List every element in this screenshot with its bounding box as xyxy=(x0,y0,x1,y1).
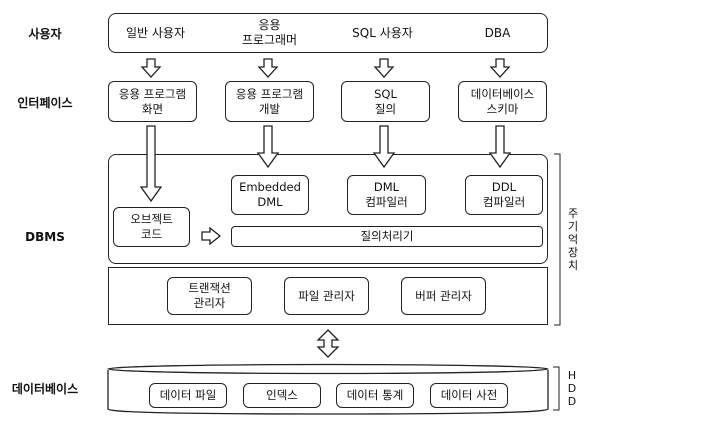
hdd-char: H xyxy=(567,369,577,382)
main-memory-label: 주 기 억 장 치 xyxy=(566,207,580,272)
user-general: 일반 사용자 xyxy=(125,25,185,40)
hdd-bracket xyxy=(553,366,560,411)
arrow-down-icon xyxy=(139,125,163,203)
arrow-down-icon xyxy=(140,58,162,78)
arrow-down-icon xyxy=(372,125,396,169)
transaction-manager-box: 트랜잭션 관리자 xyxy=(167,277,252,315)
main-memory-char: 치 xyxy=(567,259,579,272)
db-item-index: 인덱스 xyxy=(243,383,321,408)
interface-sql-query: SQL 질의 xyxy=(341,81,430,122)
arrow-down-icon xyxy=(256,125,280,169)
user-app-programmer: 응용 프로그래머 xyxy=(241,18,298,47)
interface-app-development: 응용 프로그램 개발 xyxy=(225,81,314,122)
arrow-down-icon xyxy=(373,58,395,78)
interface-row-label: 인터페이스 xyxy=(17,96,73,110)
object-code-box: 오브젝트 코드 xyxy=(113,207,190,247)
db-item-data-statistics: 데이터 통계 xyxy=(336,383,414,408)
hdd-char: D xyxy=(567,395,577,408)
interface-db-schema: 데이터베이스 스키마 xyxy=(458,81,547,122)
buffer-manager-box: 버퍼 관리자 xyxy=(401,277,486,315)
main-memory-bracket xyxy=(554,153,561,326)
database-row-label: 데이터베이스 xyxy=(11,382,79,396)
arrow-down-icon xyxy=(488,125,512,169)
user-sql: SQL 사용자 xyxy=(352,25,413,40)
dml-compiler-box: DML 컴파일러 xyxy=(347,175,426,215)
embedded-dml-box: Embedded DML xyxy=(231,175,309,215)
main-memory-char: 억 xyxy=(567,233,579,246)
file-manager-box: 파일 관리자 xyxy=(284,277,369,315)
query-processor-box: 질의처리기 xyxy=(231,226,543,247)
arrow-down-icon xyxy=(257,58,279,78)
interface-app-screen: 응용 프로그램 화면 xyxy=(108,81,197,122)
arrow-right-icon xyxy=(201,226,222,246)
main-memory-char: 주 xyxy=(567,207,579,220)
users-row-label: 사용자 xyxy=(28,27,62,41)
main-memory-char: 기 xyxy=(567,220,579,233)
double-arrow-icon xyxy=(316,329,340,358)
arrow-down-icon xyxy=(489,58,511,78)
users-container xyxy=(108,13,548,53)
hdd-label: H D D xyxy=(565,369,579,408)
user-dba: DBA xyxy=(484,25,511,40)
db-item-data-file: 데이터 파일 xyxy=(149,383,227,408)
dbms-row-label: DBMS xyxy=(25,230,65,244)
hdd-char: D xyxy=(567,382,577,395)
ddl-compiler-box: DDL 컴파일러 xyxy=(465,175,543,215)
db-item-data-dictionary: 데이터 사전 xyxy=(430,383,508,408)
main-memory-char: 장 xyxy=(567,246,579,259)
